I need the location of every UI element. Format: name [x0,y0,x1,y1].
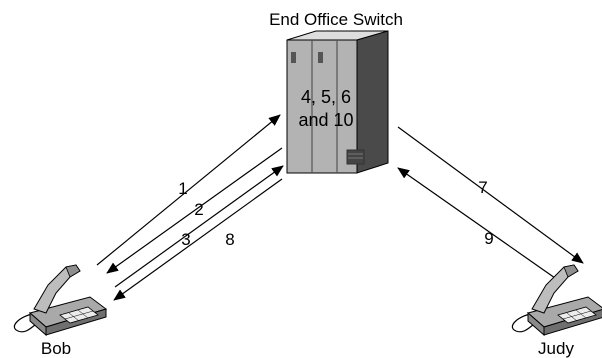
arrow-2-label: 2 [194,200,203,219]
arrow-2 [106,147,283,274]
arrow-7-label: 7 [478,178,487,197]
arrow-3 [114,165,284,288]
arrow-9 [397,167,556,279]
arrow-1-label: 1 [178,179,187,198]
arrow-8-label: 8 [225,230,234,249]
arrow-3-label: 3 [181,230,190,249]
switch-steps-line2: and 10 [298,110,353,130]
arrow-1 [96,114,281,266]
judy-label: Judy [538,339,574,358]
switch-steps-line1: 4, 5, 6 [301,87,351,107]
telephone-icon [511,264,602,337]
switch-title: End Office Switch [269,10,403,29]
arrow-8 [113,178,283,301]
bob-label: Bob [41,339,71,358]
telephone-icon [13,264,108,337]
arrow-7 [397,126,584,264]
arrow-9-label: 9 [484,229,493,248]
switch-cabinet [286,30,389,174]
